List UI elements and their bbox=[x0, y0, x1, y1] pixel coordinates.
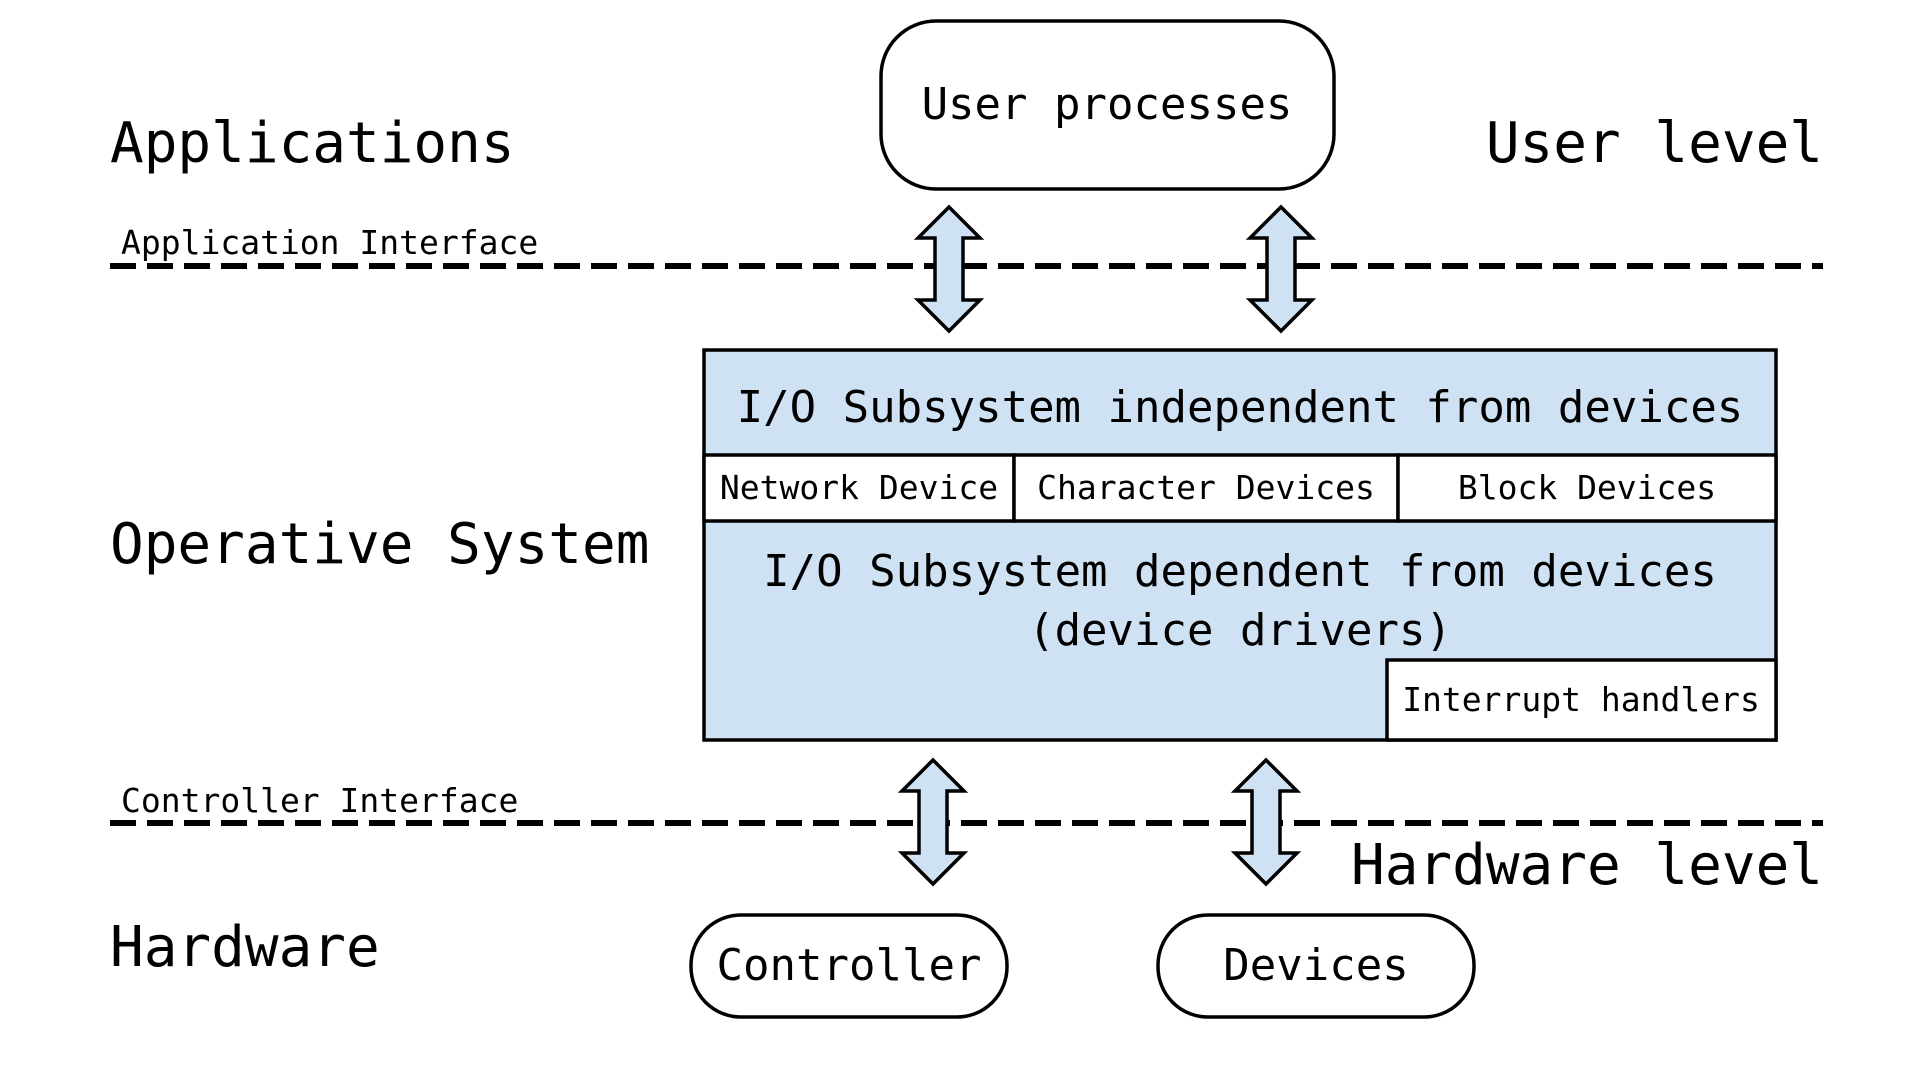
io-independent-label: I/O Subsystem independent from devices bbox=[737, 382, 1744, 433]
app-interface-arrow-right bbox=[1245, 204, 1317, 334]
io-dependent-label-line2: (device drivers) bbox=[1028, 605, 1452, 656]
user-processes-label: User processes bbox=[922, 79, 1293, 130]
controller-node bbox=[689, 913, 1009, 1019]
hardware-label: Hardware bbox=[110, 915, 380, 980]
network-device-label: Network Device bbox=[720, 468, 998, 507]
devices-label: Devices bbox=[1223, 940, 1408, 991]
controller-interface-arrow-left bbox=[897, 757, 969, 887]
user-level-label: User level bbox=[1486, 111, 1823, 176]
devices-node bbox=[1156, 913, 1476, 1019]
character-devices-label: Character Devices bbox=[1037, 468, 1375, 507]
block-devices-box bbox=[1396, 453, 1778, 523]
user-processes-node bbox=[879, 19, 1336, 191]
block-devices-label: Block Devices bbox=[1458, 468, 1716, 507]
interrupt-handlers-box bbox=[1385, 658, 1778, 742]
controller-label: Controller bbox=[717, 940, 982, 991]
controller-interface-label: Controller Interface bbox=[121, 781, 518, 820]
application-interface-label: Application Interface bbox=[121, 223, 538, 262]
applications-label: Applications bbox=[110, 111, 515, 176]
operative-system-label: Operative System bbox=[110, 512, 649, 577]
hardware-level-label: Hardware level bbox=[1351, 833, 1823, 898]
app-interface-arrow-left bbox=[913, 204, 985, 334]
io-dependent-label-line1: I/O Subsystem dependent from devices bbox=[763, 546, 1717, 597]
controller-interface-arrow-right bbox=[1230, 757, 1302, 887]
interrupt-handlers-label: Interrupt handlers bbox=[1402, 680, 1760, 719]
